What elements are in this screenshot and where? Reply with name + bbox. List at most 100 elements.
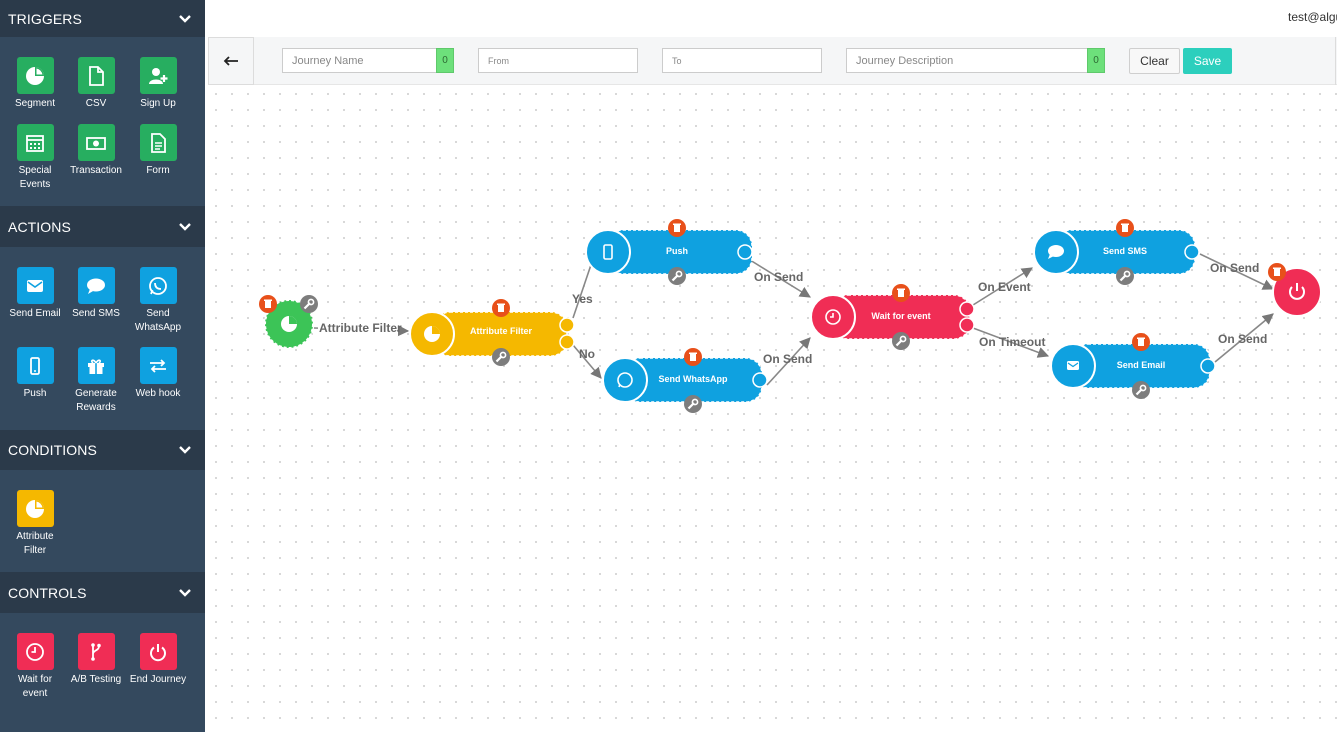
tile-attribute-filter[interactable]: Attribute Filter bbox=[5, 490, 65, 558]
clock-icon bbox=[825, 309, 841, 325]
edge-on-event[interactable] bbox=[972, 267, 1033, 306]
edge-on-timeout[interactable] bbox=[972, 327, 1050, 358]
output-port[interactable] bbox=[737, 244, 753, 260]
wrench-icon[interactable] bbox=[892, 332, 910, 350]
node-push[interactable]: Push bbox=[585, 219, 753, 285]
edge-no[interactable] bbox=[572, 344, 602, 379]
delete-icon[interactable] bbox=[684, 348, 702, 366]
mobile-icon bbox=[603, 244, 613, 260]
money-icon bbox=[77, 124, 115, 161]
chevron-down-icon bbox=[179, 222, 191, 231]
section-body-triggers: Segment CSV Sign Up Special Events Trans… bbox=[0, 37, 205, 206]
section-header-actions[interactable]: ACTIONS bbox=[0, 206, 205, 247]
edge-labels: Attribute Filter Yes No On Send On Send … bbox=[318, 261, 1267, 366]
section-title: CONTROLS bbox=[8, 584, 87, 601]
tile-wait-for-event[interactable]: Wait for event bbox=[5, 633, 65, 701]
chevron-down-icon bbox=[179, 446, 191, 454]
node-wait-for-event[interactable]: Wait for event bbox=[810, 284, 975, 350]
arrow-left-icon bbox=[223, 56, 238, 66]
clear-button[interactable]: Clear bbox=[1129, 48, 1180, 74]
to-date-input[interactable]: To bbox=[662, 48, 822, 73]
form-icon bbox=[139, 124, 177, 161]
node-attribute-filter[interactable]: Attribute Filter bbox=[409, 299, 575, 366]
description-placeholder: Journey Description bbox=[856, 54, 954, 67]
output-port-on-timeout[interactable] bbox=[959, 317, 975, 333]
chat-bubble-icon bbox=[77, 267, 115, 304]
output-port-yes[interactable] bbox=[559, 317, 575, 333]
user-email[interactable]: test@algu bbox=[1288, 10, 1337, 24]
tile-push[interactable]: Push bbox=[5, 347, 65, 401]
output-port[interactable] bbox=[1200, 358, 1216, 374]
tile-webhook[interactable]: Web hook bbox=[128, 347, 188, 401]
from-date-input[interactable]: From bbox=[478, 48, 638, 73]
tile-label: Form bbox=[146, 165, 170, 176]
node-label: Attribute Filter bbox=[470, 326, 532, 336]
delete-icon[interactable] bbox=[1116, 219, 1134, 237]
chevron-down-icon bbox=[179, 588, 191, 597]
start-node-segment[interactable] bbox=[259, 295, 318, 349]
pie-chart-icon bbox=[16, 490, 54, 527]
tile-send-sms[interactable]: Send SMS bbox=[66, 267, 126, 321]
tile-label: Sign Up bbox=[140, 98, 176, 109]
wrench-icon[interactable] bbox=[1116, 267, 1134, 285]
power-icon bbox=[1289, 283, 1305, 300]
tile-special-events[interactable]: Special Events bbox=[5, 124, 65, 192]
node-end-journey[interactable] bbox=[1268, 263, 1322, 317]
wrench-icon[interactable] bbox=[492, 348, 510, 366]
save-button[interactable]: Save bbox=[1183, 48, 1232, 74]
tile-generate-rewards[interactable]: Generate Rewards bbox=[66, 347, 126, 415]
tile-send-email[interactable]: Send Email bbox=[5, 267, 65, 321]
output-port[interactable] bbox=[752, 372, 768, 388]
node-send-email[interactable]: Send Email bbox=[1050, 333, 1216, 399]
section-header-conditions[interactable]: CONDITIONS bbox=[0, 430, 205, 470]
journey-description-input[interactable]: Journey Description bbox=[846, 48, 1088, 73]
section-header-controls[interactable]: CONTROLS bbox=[0, 572, 205, 613]
delete-icon[interactable] bbox=[1268, 263, 1286, 281]
delete-icon[interactable] bbox=[1132, 333, 1150, 351]
edge-sms-on-send[interactable] bbox=[1199, 253, 1275, 290]
tile-label: Push bbox=[23, 388, 47, 399]
back-button[interactable] bbox=[208, 37, 254, 85]
edge-label-push-on-send: On Send bbox=[754, 270, 803, 284]
delete-icon[interactable] bbox=[668, 219, 686, 237]
node-send-sms[interactable]: Send SMS bbox=[1033, 219, 1200, 285]
output-port-on-event[interactable] bbox=[959, 301, 975, 317]
toolbar-divider bbox=[1335, 37, 1336, 85]
output-port-no[interactable] bbox=[559, 334, 575, 350]
wrench-icon[interactable] bbox=[300, 295, 318, 313]
output-port[interactable] bbox=[1184, 244, 1200, 260]
edge-push-on-send[interactable] bbox=[749, 259, 811, 298]
node-send-whatsapp[interactable]: Send WhatsApp bbox=[602, 348, 768, 413]
calendar-icon bbox=[16, 124, 54, 161]
edge-whatsapp-on-send[interactable] bbox=[766, 337, 811, 386]
tile-label: Transaction bbox=[70, 165, 122, 176]
delete-icon[interactable] bbox=[259, 295, 277, 313]
tile-transaction[interactable]: Transaction bbox=[66, 124, 126, 178]
tile-label: Web hook bbox=[135, 388, 181, 399]
tile-segment[interactable]: Segment bbox=[5, 57, 65, 111]
wrench-icon[interactable] bbox=[668, 267, 686, 285]
node-label: Push bbox=[666, 246, 688, 256]
wrench-icon[interactable] bbox=[684, 395, 702, 413]
tile-form[interactable]: Form bbox=[128, 124, 188, 178]
clock-icon bbox=[16, 633, 54, 670]
wrench-icon[interactable] bbox=[1132, 381, 1150, 399]
from-placeholder: From bbox=[488, 55, 509, 66]
tile-send-whatsapp[interactable]: Send WhatsApp bbox=[128, 267, 188, 335]
tile-end-journey[interactable]: End Journey bbox=[128, 633, 188, 687]
edge-label-no: No bbox=[579, 347, 595, 361]
tile-ab-testing[interactable]: A/B Testing bbox=[66, 633, 126, 687]
delete-icon[interactable] bbox=[492, 299, 510, 317]
journey-canvas[interactable] bbox=[208, 86, 1337, 732]
section-body-conditions: Attribute Filter bbox=[0, 470, 205, 572]
swap-arrows-icon bbox=[139, 347, 177, 384]
pie-chart-icon bbox=[424, 326, 440, 342]
section-header-triggers[interactable]: TRIGGERS bbox=[0, 0, 205, 37]
tile-sign-up[interactable]: Sign Up bbox=[128, 57, 188, 111]
delete-icon[interactable] bbox=[892, 284, 910, 302]
edge-email-on-send[interactable] bbox=[1214, 313, 1274, 363]
journey-name-input[interactable]: Journey Name bbox=[282, 48, 437, 73]
tile-csv[interactable]: CSV bbox=[66, 57, 126, 111]
edge-label-yes: Yes bbox=[572, 292, 593, 306]
